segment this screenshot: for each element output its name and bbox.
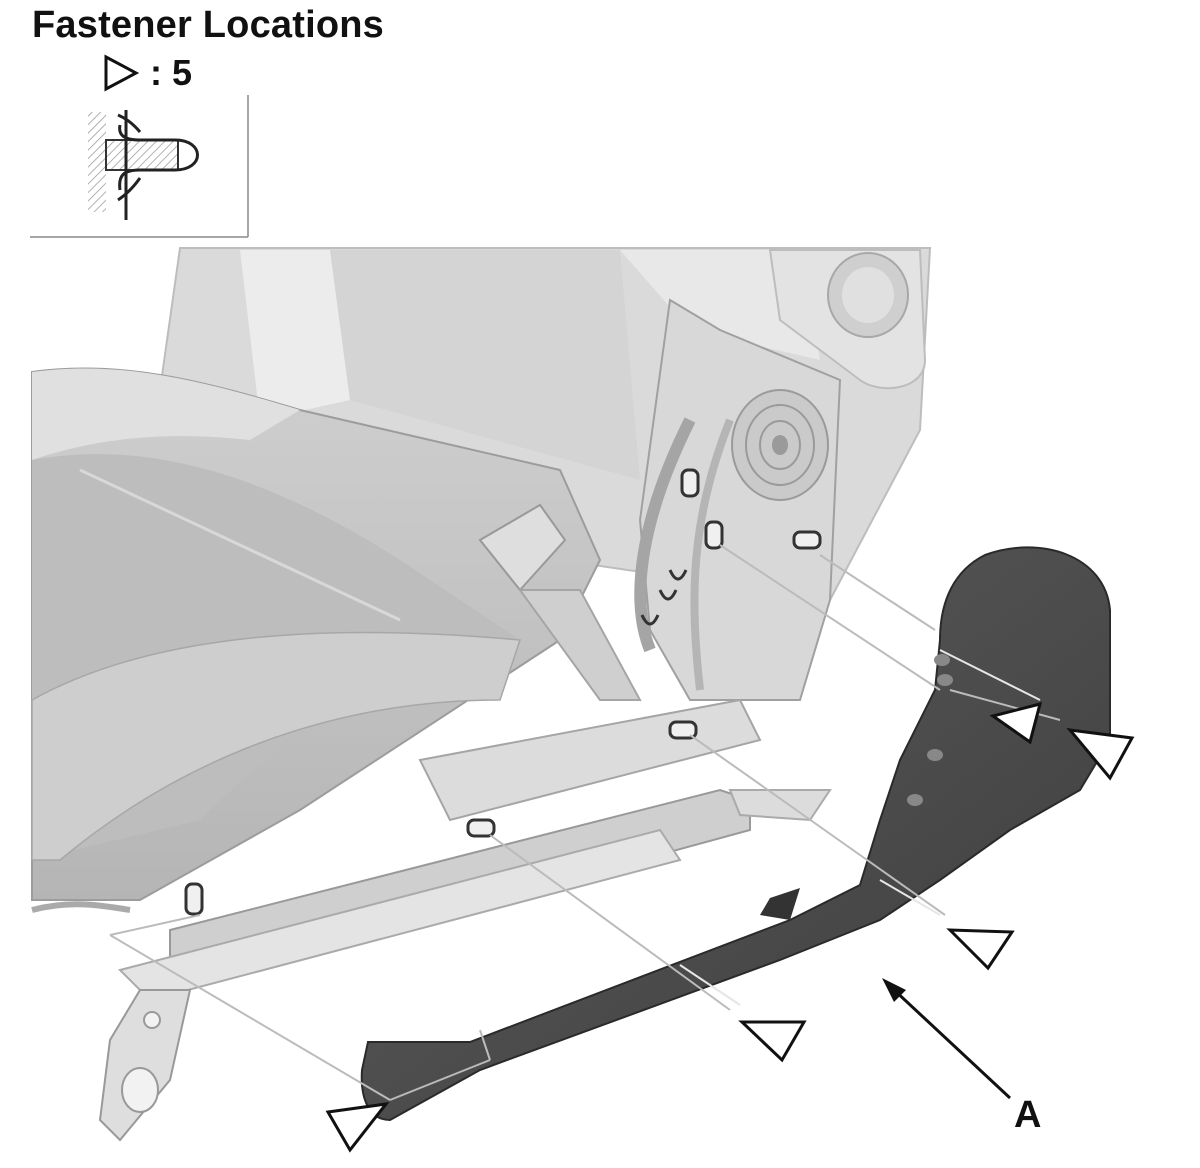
fastener-marker-icon-4: [738, 1020, 807, 1063]
fastener-marker-icon-1: [989, 701, 1043, 745]
part-a-leader-arrow: [882, 978, 1012, 1100]
recliner-mechanism: [634, 298, 842, 701]
triangle-outline-icon: [104, 54, 140, 92]
clip-fastener-icon: [30, 95, 249, 238]
seat-cushion: [31, 367, 602, 913]
alignment-lines: [109, 544, 1061, 1101]
alignment-lines-cover: [679, 649, 1041, 1006]
fastener-legend: : 5: [100, 52, 192, 94]
fastener-count: : 5: [150, 52, 193, 93]
fastener-marker-icon-5: [325, 1102, 390, 1153]
diagram-title: Fastener Locations: [32, 4, 385, 46]
seat-belt-buckle: [478, 503, 642, 701]
fastener-marker-icon-3: [946, 928, 1015, 971]
part-a-label: A: [1014, 1094, 1042, 1136]
fastener-marker-icon-2: [1066, 728, 1135, 781]
